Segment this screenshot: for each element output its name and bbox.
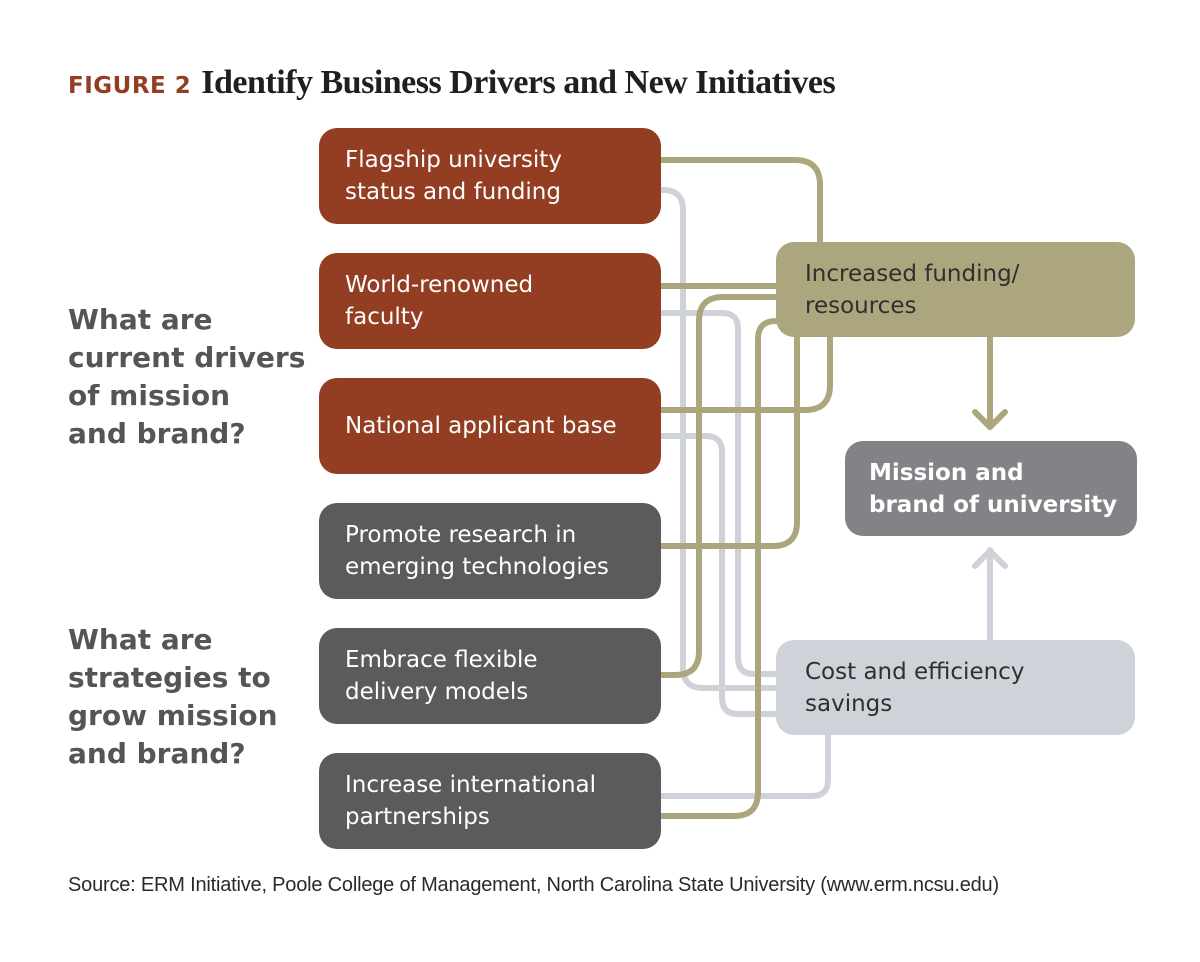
- arrow-savings-mission-head: [972, 548, 1008, 569]
- connector-applicant-funding: [658, 333, 833, 413]
- mission-brand-box: Mission and brand of university: [845, 441, 1137, 536]
- driver-box-faculty: World-renowned faculty: [319, 253, 661, 349]
- connector-applicant-savings: [658, 433, 780, 717]
- strategy-box-research: Promote research in emerging technologie…: [319, 503, 661, 599]
- drivers-question: What are current drivers of mission and …: [68, 303, 306, 450]
- strategies-question: What are strategies to grow mission and …: [68, 623, 278, 770]
- connector-partnerships-savings: [658, 732, 831, 799]
- connector-delivery-funding: [658, 294, 780, 678]
- savings-connectors: [658, 187, 1008, 799]
- connector-flagship-funding: [658, 157, 823, 245]
- funding-connectors: [658, 157, 1008, 819]
- figure-label: FIGURE 2: [68, 73, 192, 99]
- strategy-box-delivery: Embrace flexible delivery models: [319, 628, 661, 724]
- figure-heading: Identify Business Drivers and New Initia…: [201, 64, 836, 101]
- arrow-funding-mission-head: [972, 409, 1008, 430]
- savings-outcome-box: Cost and efficiency savings: [776, 640, 1135, 735]
- driver-box-flagship: Flagship university status and funding: [319, 128, 661, 224]
- connector-partnerships-funding: [658, 318, 780, 819]
- connector-research-funding: [658, 333, 800, 549]
- strategy-box-partnerships: Increase international partnerships: [319, 753, 661, 849]
- figure-title: FIGURE 2 Identify Business Drivers and N…: [68, 64, 836, 102]
- driver-box-applicant-base: National applicant base: [319, 378, 661, 474]
- connector-faculty-savings: [658, 310, 780, 677]
- source-note: Source: ERM Initiative, Poole College of…: [68, 874, 999, 896]
- funding-outcome-box: Increased funding/ resources: [776, 242, 1135, 337]
